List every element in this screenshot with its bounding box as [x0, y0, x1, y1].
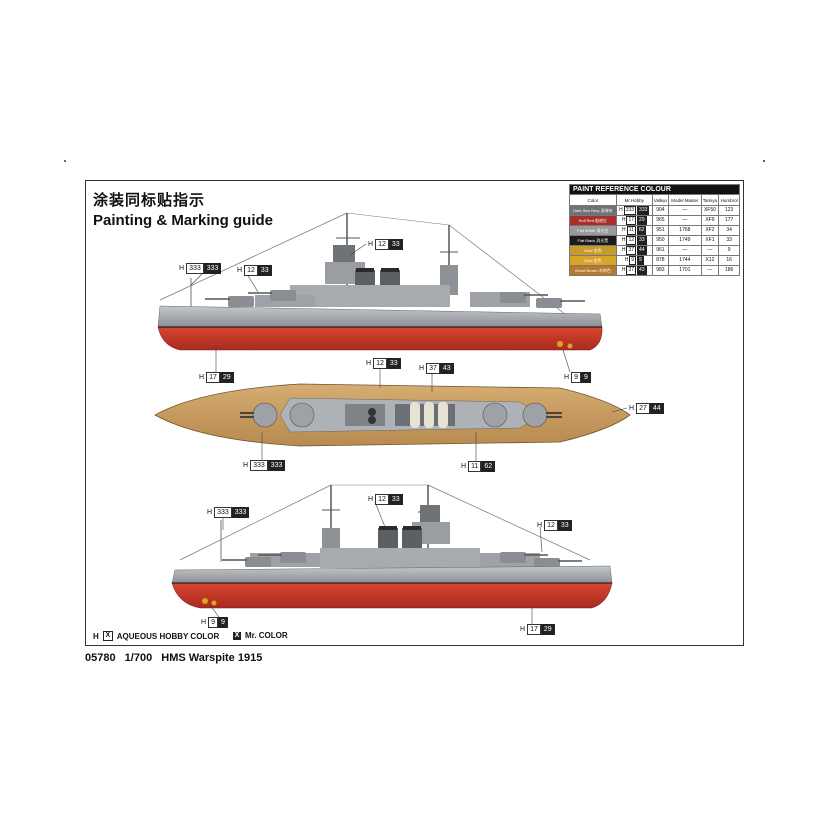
- legend-hobby-box: X: [102, 631, 113, 641]
- legend-mr-box: X: [233, 631, 241, 640]
- product-footer: 05780 1/700 HMS Warspite 1915: [85, 652, 268, 664]
- paint-reference-table: PAINT REFERENCE COLOUR Color Mr.Hobby Va…: [569, 184, 740, 276]
- registration-mark: [763, 160, 765, 162]
- product-code: 05780: [85, 652, 116, 664]
- deck-plan-view: [154, 383, 631, 447]
- vallejo-code: 983: [651, 265, 670, 276]
- leader-lines: [190, 243, 628, 624]
- product-scale: 1/700: [124, 652, 153, 664]
- title-english: Painting & Marking guide: [93, 212, 274, 229]
- starboard-profile: [157, 212, 603, 351]
- product-name: HMS Warspite 1915: [161, 652, 263, 664]
- humbrol-code: 186: [718, 265, 740, 276]
- title-chinese: 涂装同标贴指示: [93, 192, 206, 209]
- paint-table-header-row: Color Mr.Hobby Vallejo Model Master Tami…: [569, 194, 740, 206]
- model-master-code: 1701: [668, 265, 702, 276]
- port-profile: [171, 484, 613, 609]
- registration-mark: [64, 160, 66, 162]
